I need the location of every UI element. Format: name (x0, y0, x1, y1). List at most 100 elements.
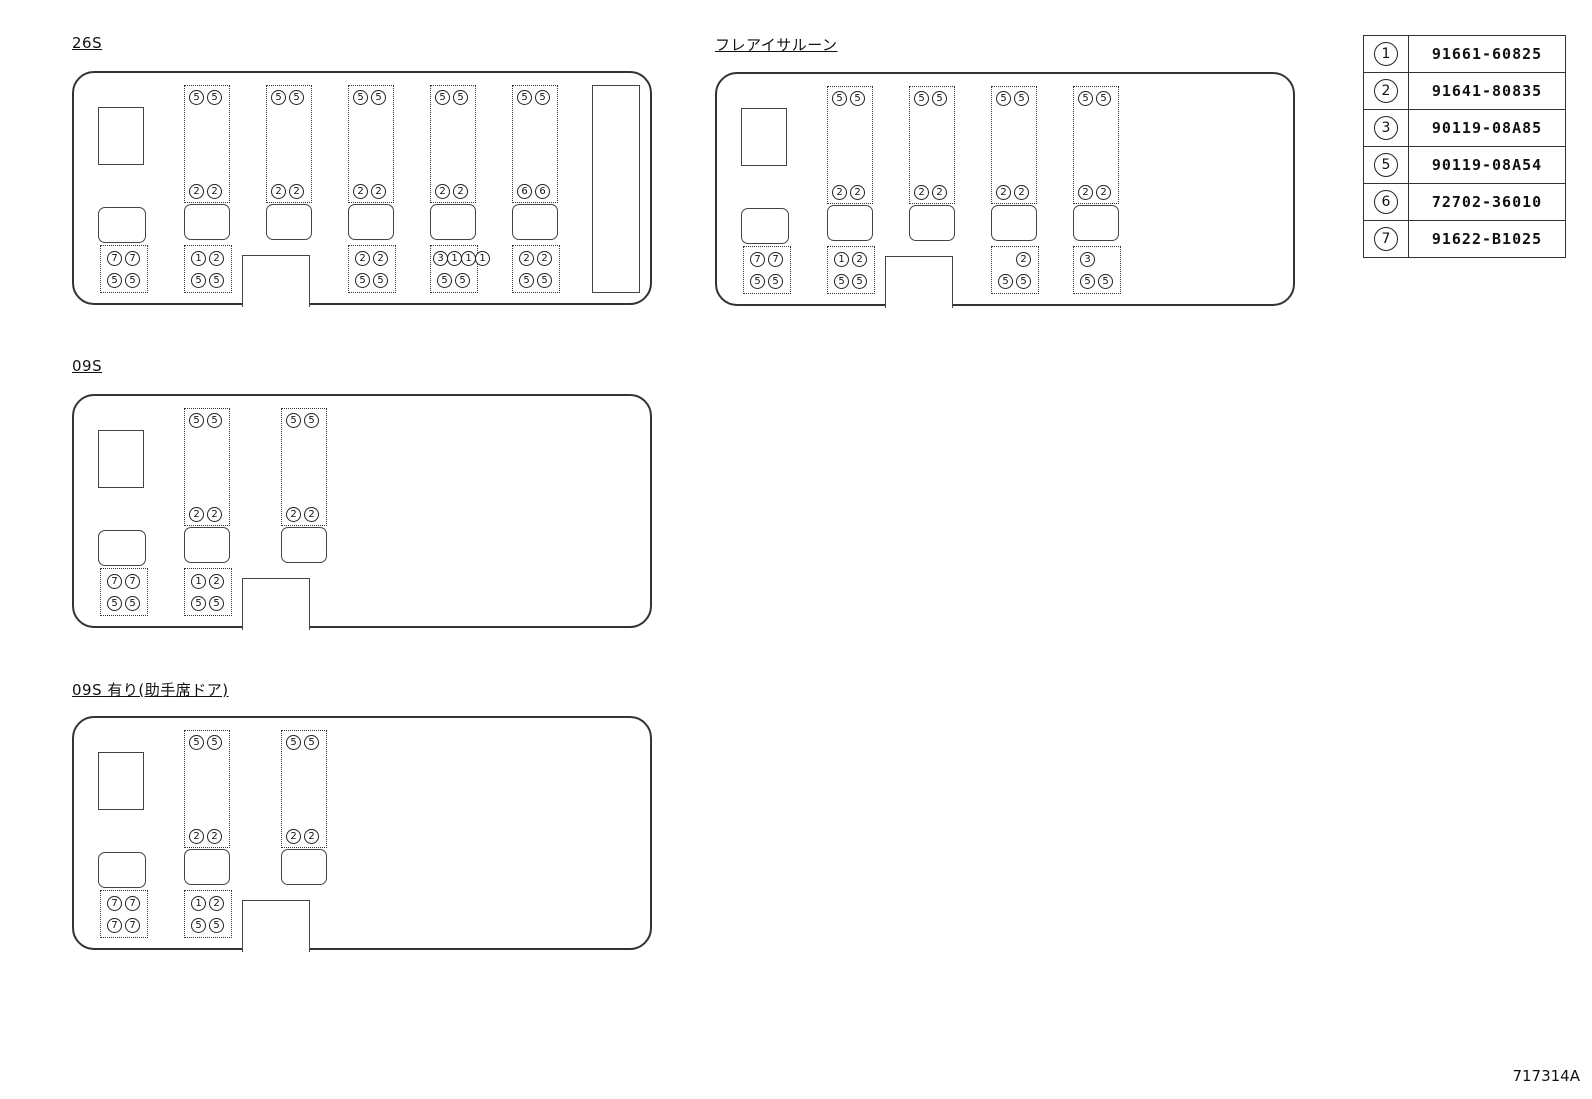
fastener-callout-5: 5 (914, 91, 929, 106)
seat-cushion-box (281, 527, 327, 563)
legend-key-callout: 2 (1374, 79, 1398, 103)
fastener-callout-2: 2 (852, 252, 867, 267)
fastener-callout-2: 2 (1096, 185, 1111, 200)
fastener-callout-5: 5 (852, 274, 867, 289)
fastener-callout-5: 5 (1096, 91, 1111, 106)
fastener-callout-1: 1 (475, 251, 490, 266)
fastener-callout-7: 7 (107, 251, 122, 266)
legend-key-cell: 1 (1363, 35, 1409, 73)
seat-cushion-box (909, 205, 955, 241)
seat-cushion-box (348, 204, 394, 240)
fastener-callout-7: 7 (768, 252, 783, 267)
fastener-callout-2: 2 (914, 185, 929, 200)
legend-key-callout: 6 (1374, 190, 1398, 214)
fastener-callout-7: 7 (125, 918, 140, 933)
legend-row: 1 91661-60825 (1363, 35, 1566, 73)
step-opening (242, 900, 310, 952)
legend-key-cell: 3 (1363, 109, 1409, 147)
seat-cushion-box (430, 204, 476, 240)
fastener-callout-5: 5 (125, 596, 140, 611)
legend-part-number: 91661-60825 (1408, 35, 1566, 73)
fastener-callout-7: 7 (107, 574, 122, 589)
fastener-callout-5: 5 (286, 735, 301, 750)
legend-key-callout: 1 (1374, 42, 1398, 66)
fastener-callout-2: 2 (286, 507, 301, 522)
seat-cushion-box (991, 205, 1037, 241)
fastener-callout-3: 3 (433, 251, 448, 266)
fastener-callout-5: 5 (537, 273, 552, 288)
fastener-callout-5: 5 (107, 273, 122, 288)
fastener-callout-2: 2 (207, 507, 222, 522)
fastener-callout-5: 5 (207, 90, 222, 105)
step-box (98, 207, 146, 243)
fastener-callout-2: 2 (1016, 252, 1031, 267)
fastener-callout-5: 5 (535, 90, 550, 105)
fastener-callout-5: 5 (768, 274, 783, 289)
fastener-callout-2: 2 (207, 829, 222, 844)
rear-seat-outline (592, 85, 640, 293)
fastener-callout-5: 5 (996, 91, 1011, 106)
fastener-callout-2: 2 (189, 184, 204, 199)
legend-key-callout: 3 (1374, 116, 1398, 140)
fastener-callout-1: 1 (461, 251, 476, 266)
fastener-callout-5: 5 (107, 596, 122, 611)
fastener-callout-5: 5 (1080, 274, 1095, 289)
fastener-callout-5: 5 (289, 90, 304, 105)
fastener-callout-5: 5 (453, 90, 468, 105)
fastener-callout-2: 2 (1014, 185, 1029, 200)
driver-seat-outline (98, 430, 144, 488)
fastener-callout-5: 5 (207, 413, 222, 428)
legend-part-number: 91622-B1025 (1408, 220, 1566, 258)
legend-part-number: 91641-80835 (1408, 72, 1566, 110)
fastener-callout-2: 2 (286, 829, 301, 844)
panel-title-09s-door: 09S 有り(助手席ドア) (72, 681, 229, 699)
legend-key-cell: 5 (1363, 146, 1409, 184)
fastener-callout-2: 2 (519, 251, 534, 266)
fastener-callout-5: 5 (437, 273, 452, 288)
fastener-callout-2: 2 (371, 184, 386, 199)
fastener-callout-2: 2 (189, 829, 204, 844)
fastener-callout-5: 5 (209, 918, 224, 933)
fastener-callout-2: 2 (832, 185, 847, 200)
fastener-callout-6: 6 (535, 184, 550, 199)
fastener-callout-5: 5 (125, 273, 140, 288)
fastener-callout-7: 7 (750, 252, 765, 267)
fastener-callout-1: 1 (447, 251, 462, 266)
panel-title-26s: 26S (72, 34, 103, 52)
fastener-callout-5: 5 (834, 274, 849, 289)
legend-key-cell: 2 (1363, 72, 1409, 110)
seat-cushion-box (266, 204, 312, 240)
fastener-callout-5: 5 (517, 90, 532, 105)
fastener-callout-2: 2 (271, 184, 286, 199)
fastener-callout-5: 5 (435, 90, 450, 105)
fastener-callout-2: 2 (932, 185, 947, 200)
step-box (98, 852, 146, 888)
driver-seat-outline (98, 107, 144, 165)
fastener-callout-5: 5 (191, 918, 206, 933)
fastener-callout-2: 2 (304, 507, 319, 522)
legend-row: 3 90119-08A85 (1363, 109, 1566, 147)
fastener-callout-7: 7 (125, 251, 140, 266)
panel-title-09s: 09S (72, 357, 103, 375)
legend-key-callout: 5 (1374, 153, 1398, 177)
legend-part-number: 90119-08A85 (1408, 109, 1566, 147)
fastener-callout-2: 2 (304, 829, 319, 844)
